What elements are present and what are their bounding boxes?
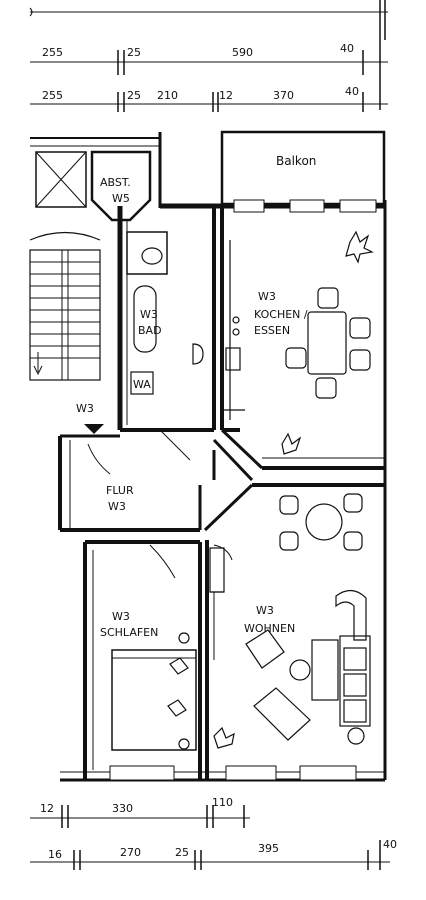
dim-label: 25 [175, 846, 189, 859]
chair-icon [279, 531, 299, 551]
dim-label: 255 [42, 46, 63, 59]
dim-label: 370 [273, 89, 294, 102]
dim-label: 25 [127, 46, 141, 59]
kitchen-label: ESSEN [254, 324, 290, 337]
kitchen-label: KOCHEN / [254, 308, 308, 321]
lamp-icon [178, 632, 190, 644]
pillow-icon [167, 699, 187, 717]
dim-label: 40 [345, 85, 359, 98]
plant-icon [213, 726, 235, 749]
room-labels: ABST. W5 W3 BAD WA W3 KOCHEN / ESSEN W3 … [76, 176, 308, 639]
chair-icon [349, 349, 371, 371]
wohnen-label: W3 [256, 604, 274, 617]
bottom-dimension-labels: 12 330 110 16 270 25 395 40 [40, 796, 397, 861]
dim-label: 395 [258, 842, 279, 855]
chair-icon [343, 493, 363, 513]
sofa-icon [343, 673, 367, 697]
top-dimension-lines [29, 0, 388, 112]
dim-label: 40 [340, 42, 354, 55]
bad-label: BAD [138, 324, 162, 337]
walls [29, 132, 387, 782]
pillow-icon [169, 657, 189, 675]
dim-label: 590 [232, 46, 253, 59]
top-dimension-labels: 255 25 590 40 255 25 210 12 370 40 [42, 42, 359, 102]
abst-label: ABST. [100, 176, 131, 189]
dim-label: 210 [157, 89, 178, 102]
dim-label: 330 [112, 802, 133, 815]
furniture [130, 230, 374, 750]
stair-marker-label: W3 [76, 402, 94, 415]
dining-table-icon [307, 311, 347, 375]
chair-icon [315, 377, 337, 399]
plant-icon [345, 230, 374, 264]
rug-icon [253, 687, 311, 741]
bottom-dimension-lines [30, 805, 390, 870]
flur-label: FLUR [106, 484, 134, 497]
sink-icon [225, 347, 241, 371]
sofa-icon [339, 635, 371, 727]
bad-label: W3 [140, 308, 158, 321]
dim-label: 25 [127, 89, 141, 102]
abst-label: W5 [112, 192, 130, 205]
coffee-table-icon [311, 639, 339, 701]
schlafen-label: W3 [112, 610, 130, 623]
chair-icon [279, 495, 299, 515]
dim-label: 255 [42, 89, 63, 102]
chair-icon [349, 317, 371, 339]
chair-icon [317, 287, 339, 309]
dim-label: 12 [40, 802, 54, 815]
chair-icon [343, 531, 363, 551]
washbasin-icon [192, 343, 204, 365]
dim-label: 40 [383, 838, 397, 851]
dim-label: 270 [120, 846, 141, 859]
flur-label: W3 [108, 500, 126, 513]
stove-icon [232, 316, 240, 324]
armchair-icon [245, 629, 285, 669]
sofa-icon [343, 699, 367, 723]
chair-icon [285, 347, 307, 369]
wohnen-label: WOHNEN [244, 622, 295, 635]
lamp-icon [178, 738, 190, 750]
sofa-icon [335, 589, 367, 641]
dim-label: 110 [212, 796, 233, 809]
schlafen-label: SCHLAFEN [100, 626, 158, 639]
washing-machine-icon [130, 371, 154, 395]
sofa-icon [343, 647, 367, 671]
wa-label: WA [133, 378, 151, 391]
balcony: Balkon [220, 130, 386, 206]
lamp-icon [289, 659, 311, 681]
dim-label: 12 [219, 89, 233, 102]
stove-icon [232, 328, 240, 336]
lamp-icon [347, 727, 365, 745]
kitchen-label: W3 [258, 290, 276, 303]
plant-icon [281, 432, 302, 455]
round-table-icon [305, 503, 343, 541]
bathtub-icon [133, 285, 157, 353]
balcony-label: Balkon [276, 154, 316, 168]
dim-label: 16 [48, 848, 62, 861]
toilet-icon [141, 247, 163, 265]
